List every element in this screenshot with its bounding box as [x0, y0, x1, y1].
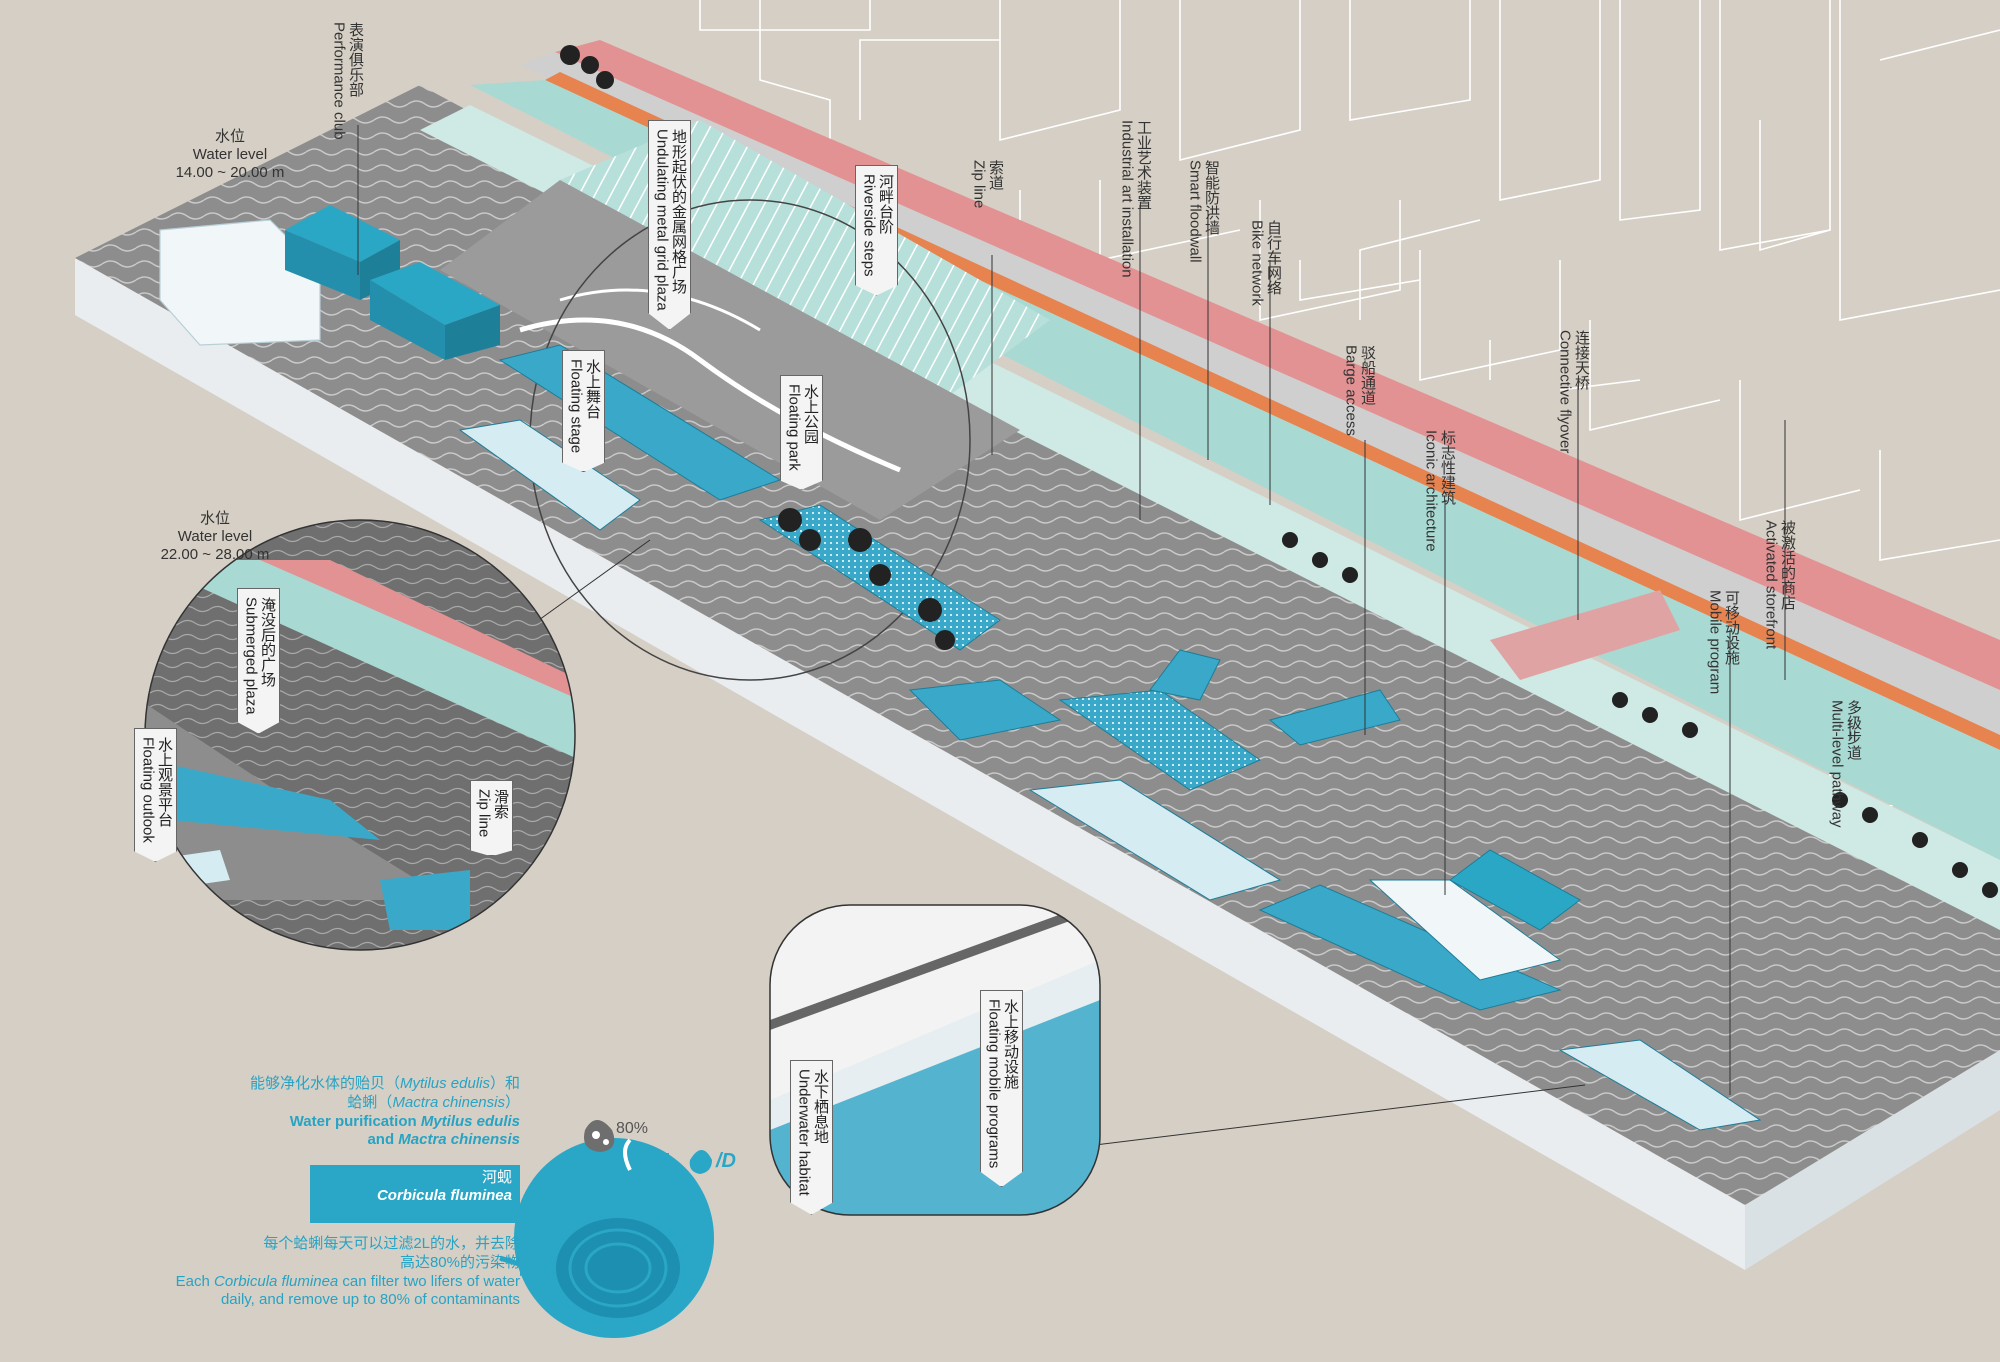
callout-lines: [357, 125, 1851, 1146]
filter-description: 每个蛤蜊每天可以过滤2L的水，并去除 高达80%的污染物 Each Corbic…: [175, 1235, 520, 1309]
pct-label: 80%: [616, 1120, 649, 1137]
submerged-plaza-zoom: [144, 519, 576, 951]
plaza-ripple: [519, 317, 901, 473]
pink-band: [555, 40, 2000, 690]
metal-grid-plaza: [440, 180, 1020, 520]
slab-side: [75, 258, 1745, 1270]
floating-buildings: [159, 205, 500, 360]
clam-illustration: [499, 1120, 714, 1338]
city-blocks: [699, 0, 2000, 822]
rate-label-post: /D: [716, 1150, 736, 1172]
slab-side-right: [1745, 1050, 2000, 1270]
corbicula-badge: 河蚬 Corbicula fluminea: [310, 1165, 520, 1223]
trees: [560, 45, 1998, 898]
purification-info: 能够净化水体的贻贝（Mytilus edulis）和 蛤蜊（Mactra chi…: [249, 1075, 520, 1149]
connective-flyover: [1490, 590, 1680, 680]
rate-label-pre: 2L: [652, 1150, 676, 1172]
